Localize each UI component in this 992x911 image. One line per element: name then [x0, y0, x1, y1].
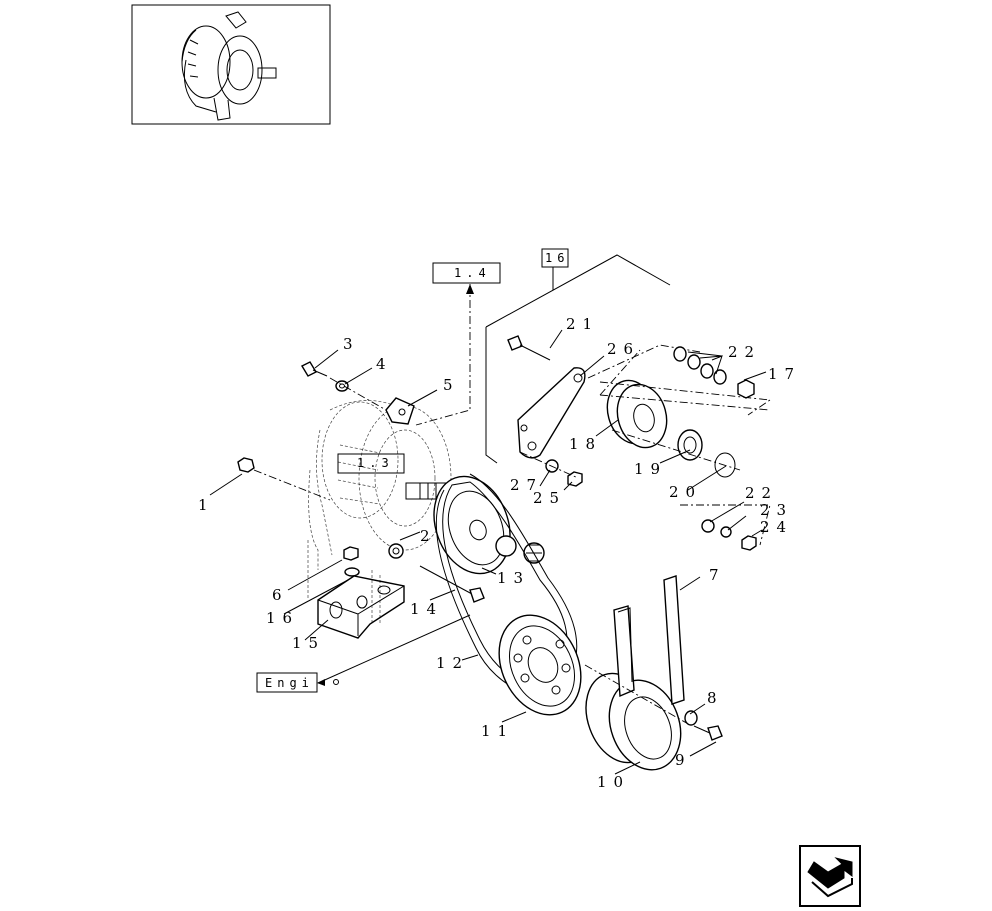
bent-arrow-icon [807, 857, 853, 898]
callout-21: 21 [566, 315, 599, 333]
ref-label-1-4: 1.4 [454, 266, 491, 280]
callout-14: 14 [410, 600, 443, 618]
callout-16: 16 [266, 609, 299, 627]
callout-24: 24 [760, 518, 793, 536]
callout-11: 11 [481, 722, 514, 740]
part-3-bolt[interactable] [301, 361, 328, 377]
callout-10: 10 [597, 773, 630, 791]
callout-27: 27 [510, 476, 543, 494]
leader-lines [209, 329, 767, 775]
part-17-nut[interactable] [737, 379, 755, 399]
ref-label-engine: Engi [265, 676, 314, 690]
ref-box-1-4[interactable]: 1.4 [432, 262, 501, 284]
part-16-washer[interactable] [344, 567, 360, 577]
part-2-washer[interactable] [388, 543, 404, 559]
part-11-crank-pulley[interactable] [484, 602, 597, 728]
callout-17: 17 [768, 365, 801, 383]
part-8-washer[interactable] [684, 710, 698, 726]
part-4-washer[interactable] [335, 380, 349, 392]
callout-4: 4 [376, 355, 393, 373]
ref-box-1-3[interactable]: 1.3 [337, 453, 405, 474]
part-19-bearing[interactable] [677, 429, 703, 461]
callout-23: 23 [760, 501, 793, 519]
part-1-nut[interactable] [237, 457, 255, 473]
part-7-belt[interactable] [613, 575, 685, 705]
part-5-bracket[interactable] [385, 397, 415, 425]
callout-19: 19 [634, 460, 667, 478]
next-page-button[interactable] [799, 845, 861, 907]
part-26-tensioner-arm[interactable] [517, 367, 586, 459]
callout-labels: 1 2 3 4 5 6 7 8 9 10 11 12 13 14 15 16 1… [198, 315, 801, 791]
part-6-nut[interactable] [343, 546, 359, 561]
ref-label-1-3: 1.3 [357, 456, 394, 470]
callout-2: 2 [420, 527, 437, 545]
thumbnail-alternator[interactable] [131, 4, 331, 125]
callout-12: 12 [436, 654, 469, 672]
part-20-snap-ring[interactable] [714, 452, 736, 478]
part-9-bolt[interactable] [693, 725, 723, 741]
callout-7: 7 [709, 566, 726, 584]
callout-26: 26 [607, 340, 640, 358]
part-14-bolt[interactable] [419, 565, 485, 603]
callout-1: 1 [198, 496, 215, 514]
part-15-mount[interactable] [317, 575, 405, 639]
part-18-idler-pulley[interactable] [601, 375, 674, 453]
part-13-pulley[interactable] [421, 466, 545, 585]
part-24-nut[interactable] [741, 535, 757, 551]
callout-5: 5 [443, 376, 460, 394]
ref-label-16: 16 [545, 251, 569, 265]
callout-25: 25 [533, 489, 566, 507]
ref-box-16[interactable]: 16 [541, 248, 569, 268]
callout-20: 20 [669, 483, 702, 501]
part-22-washers-top[interactable] [673, 346, 727, 385]
callout-13: 13 [497, 569, 530, 587]
part-22-washer-lower[interactable] [701, 519, 715, 533]
callout-9: 9 [675, 751, 692, 769]
callout-22-top: 22 [728, 343, 761, 361]
callout-15: 15 [292, 634, 325, 652]
callout-6: 6 [272, 586, 289, 604]
part-10-pulley[interactable] [574, 664, 692, 780]
callout-18: 18 [569, 435, 602, 453]
part-21-bolt[interactable] [507, 335, 551, 361]
callout-8: 8 [707, 689, 724, 707]
callout-22-lower: 22 [745, 484, 778, 502]
ref-box-engine[interactable]: Engi [256, 672, 318, 693]
callout-3: 3 [343, 335, 360, 353]
